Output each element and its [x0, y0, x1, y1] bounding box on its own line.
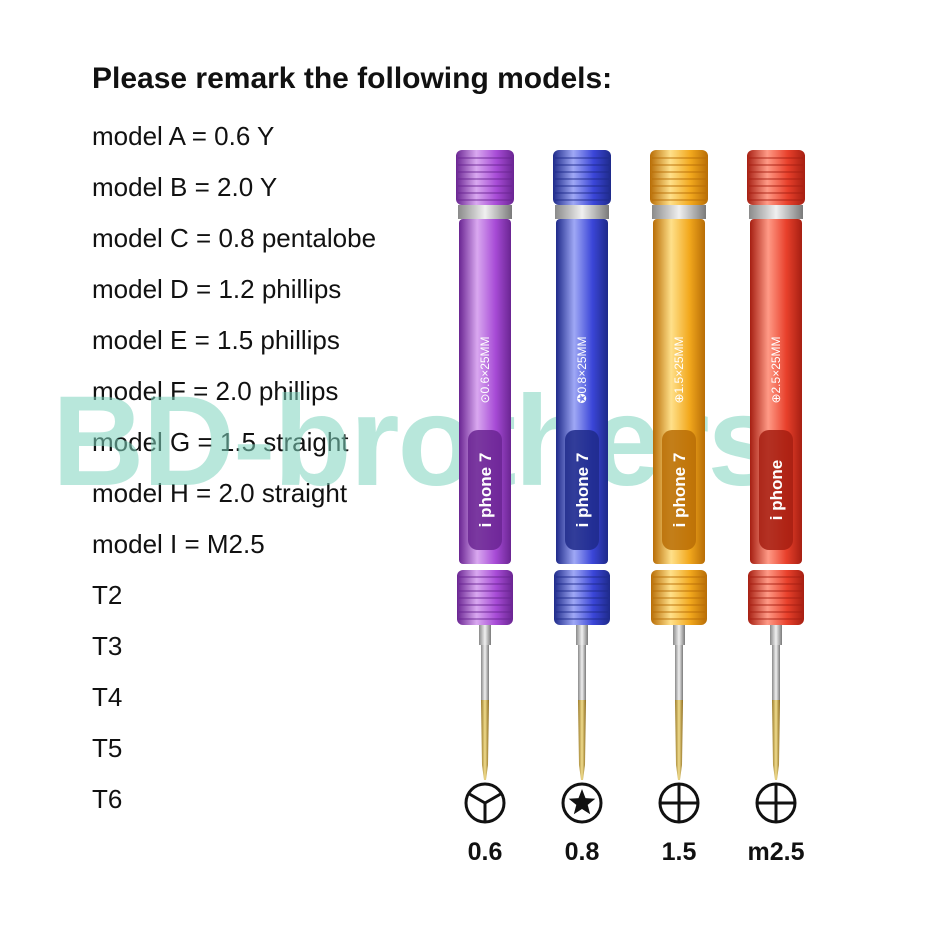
model-list-item: model E = 1.5 phillips [92, 325, 340, 355]
tip-size-label: m2.5 [748, 838, 805, 866]
screwdriver-cap [747, 150, 805, 205]
screwdriver-tip [578, 700, 586, 780]
phillips-cross-icon [755, 782, 797, 824]
model-list-item: model A = 0.6 Y [92, 121, 275, 151]
model-list-item: model C = 0.8 pentalobe [92, 223, 377, 253]
model-list-item: model D = 1.2 phillips [92, 274, 342, 304]
screwdriver-shaft [772, 645, 780, 700]
model-list-item: model F = 2.0 phillips [92, 376, 339, 406]
phillips-cross-icon [658, 782, 700, 824]
screwdriver-spec-text: ⊙0.6×25MM [478, 336, 492, 403]
model-list-item: model I = M2.5 [92, 529, 265, 559]
model-list-item: model G = 1.5 straight [92, 427, 349, 457]
screwdriver-window-text: i phone 7 [670, 453, 689, 528]
pentalobe-star-icon [561, 782, 603, 824]
tip-size-label: 1.5 [662, 838, 697, 866]
model-list-item: T4 [92, 682, 123, 712]
screwdriver-tip [481, 700, 489, 780]
screwdriver-cap [650, 150, 708, 205]
screwdriver-shaft [578, 645, 586, 700]
screwdriver-cap [456, 150, 514, 205]
screwdriver-window-text: i phone 7 [573, 453, 592, 528]
model-list-item: model B = 2.0 Y [92, 172, 278, 202]
screwdriver: ⊙0.6×25MM i phone 7 0.6 [456, 150, 514, 866]
screwdriver-window [662, 430, 696, 550]
screwdriver-ring [458, 205, 512, 219]
screwdriver-window [468, 430, 502, 550]
screwdriver: ⊕2.5×25MM i phone m2.5 [747, 150, 805, 866]
screwdriver-window [565, 430, 599, 550]
screwdriver-ring [555, 205, 609, 219]
tip-size-label: 0.8 [565, 838, 600, 866]
screwdriver-ring [749, 205, 803, 219]
screwdriver: ✪0.8×25MM i phone 7 0.8 [553, 150, 611, 866]
model-list-item: model H = 2.0 straight [92, 478, 348, 508]
tip-size-label: 0.6 [468, 838, 503, 866]
screwdriver-window [759, 430, 793, 550]
model-list: model A = 0.6 Y model B = 2.0 Y model C = … [92, 117, 376, 831]
screwdriver-spec-text: ✪0.8×25MM [575, 336, 589, 403]
screwdriver-window-text: i phone [767, 460, 786, 520]
headline: Please remark the following models: [92, 62, 613, 95]
screwdriver-shaft [675, 645, 683, 700]
screwdriver-window-text: i phone 7 [476, 453, 495, 528]
screwdriver-shaft [481, 645, 489, 700]
tri-wing-icon [464, 782, 506, 824]
screwdriver-spec-text: ⊕1.5×25MM [672, 336, 686, 403]
model-list-item: T5 [92, 733, 123, 763]
screwdriver: ⊕1.5×25MM i phone 7 1.5 [650, 150, 708, 866]
screwdriver-spec-text: ⊕2.5×25MM [769, 336, 783, 403]
model-list-item: T6 [92, 784, 123, 814]
screwdriver-tip [772, 700, 780, 780]
screwdriver-ring [652, 205, 706, 219]
model-list-item: T3 [92, 631, 123, 661]
screwdriver-cap [553, 150, 611, 205]
screwdriver-tip [675, 700, 683, 780]
model-list-item: T2 [92, 580, 123, 610]
screwdriver-set: ⊙0.6×25MM i phone 7 0.6 ✪0.8×25MM i phone 7 0… [456, 150, 805, 866]
